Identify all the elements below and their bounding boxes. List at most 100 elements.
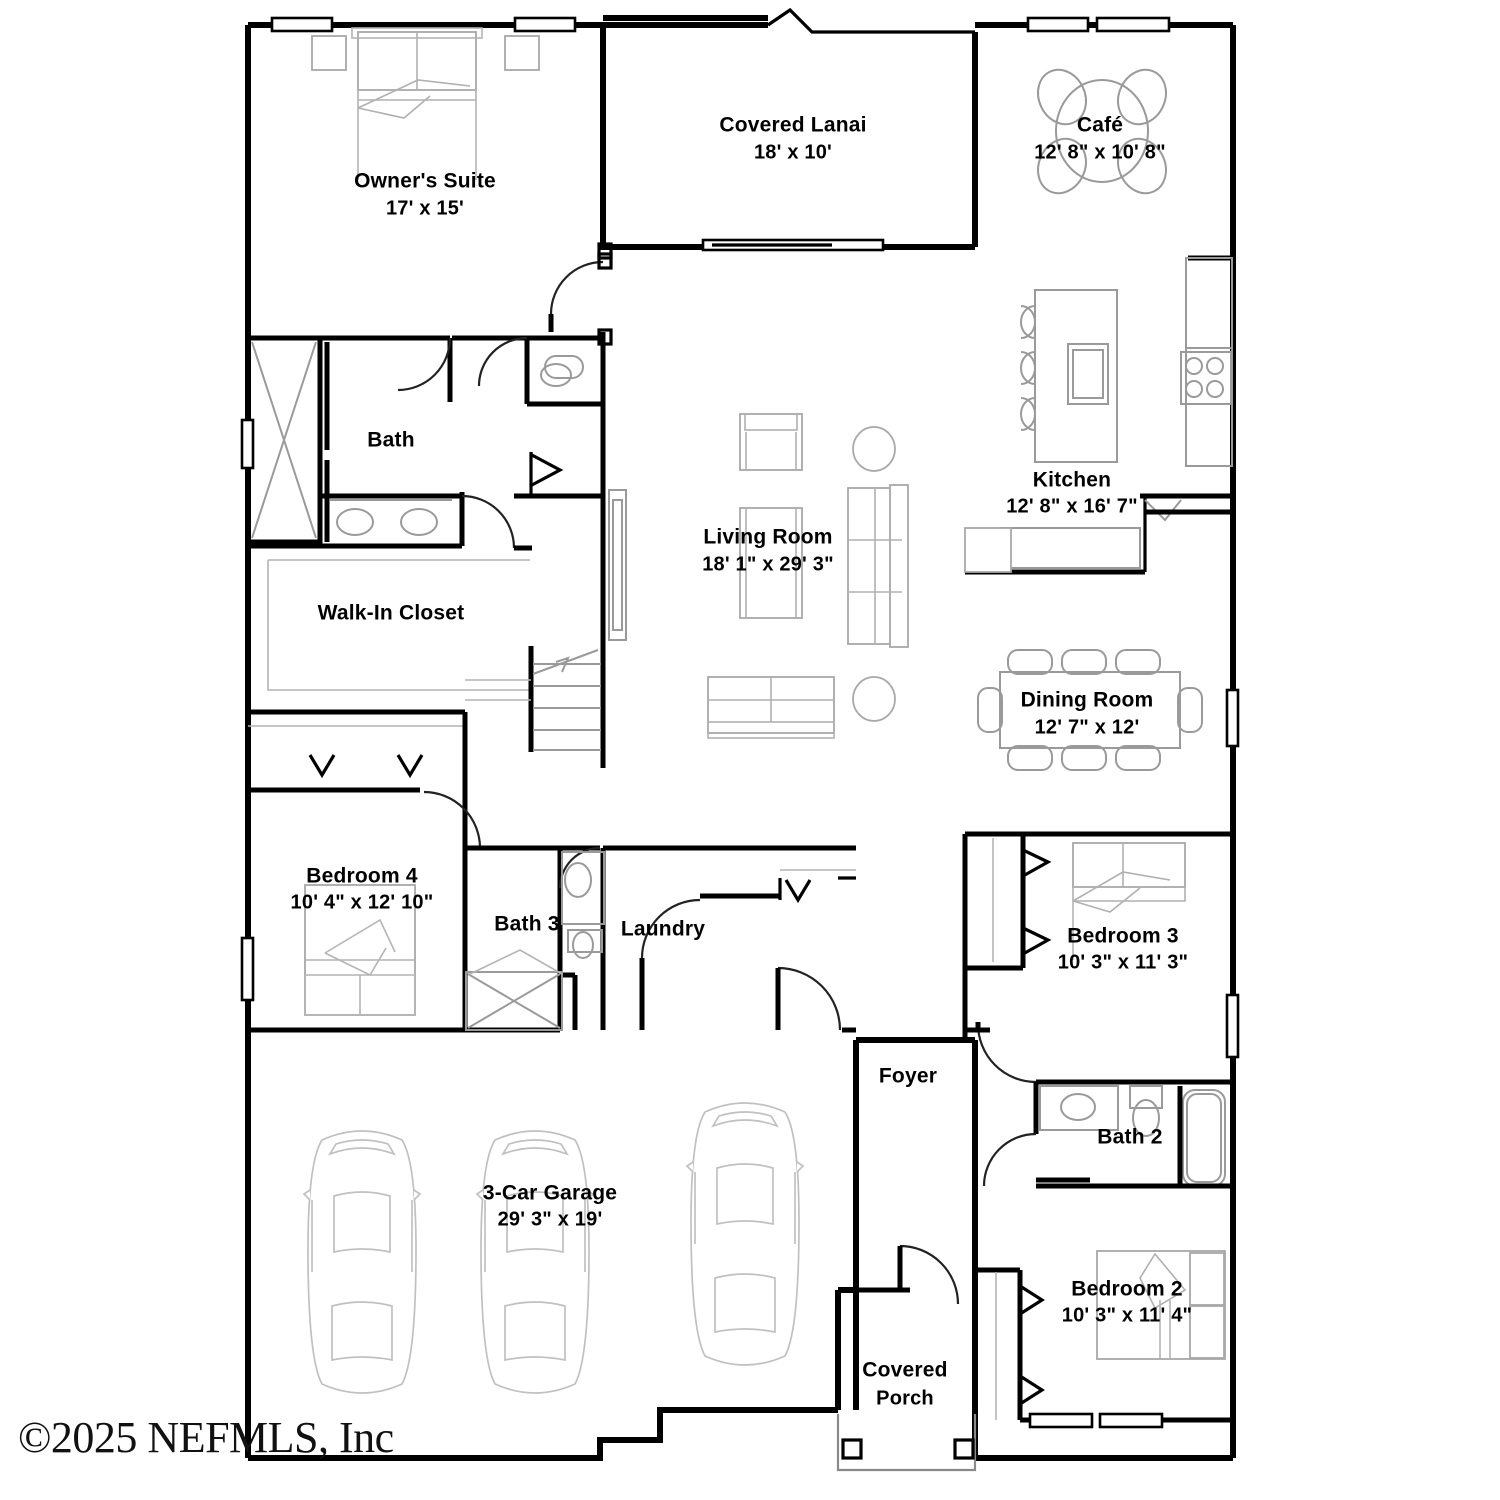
room-name-foyer: Foyer	[879, 1065, 937, 1088]
owners-suite-door[interactable]	[548, 252, 613, 332]
room-label-cafe: Café 12' 8" x 10' 8"	[1034, 114, 1166, 164]
room-dimension-cafe: 12' 8" x 10' 8"	[1034, 141, 1166, 163]
covered-lanai-room	[597, 25, 978, 260]
room-label-dining-room: Dining Room 12' 7" x 12'	[1021, 689, 1154, 739]
room-name-laundry: Laundry	[621, 918, 705, 941]
bedroom3-door-swing[interactable]	[976, 1023, 1037, 1084]
cafe-chair-tr	[1117, 68, 1167, 126]
room-label-bath-2: Bath 2	[1097, 1126, 1162, 1149]
room-label-kitchen: Kitchen 12' 8" x 16' 7"	[1006, 469, 1138, 518]
room-label-bath: Bath	[367, 429, 414, 452]
foyer-area	[856, 1186, 978, 1305]
bath3-shower	[465, 971, 563, 1031]
room-name-bath-2: Bath 2	[1097, 1126, 1162, 1149]
room-label-walk-in-closet: Walk-In Closet	[318, 602, 465, 625]
room-name-bedroom-4: Bedroom 4	[306, 865, 418, 888]
room-dimension-garage: 29' 3" x 19'	[498, 1208, 603, 1230]
window-bedroom2-2	[1098, 1412, 1164, 1429]
porch-column-right	[953, 1438, 975, 1460]
bedroom2-area	[975, 1250, 1233, 1429]
copyright-notice: ©2025 NEFMLS, Inc	[18, 1413, 394, 1462]
window-bedroom2-1	[1028, 1412, 1094, 1429]
room-name-bedroom-2: Bedroom 2	[1071, 1278, 1183, 1301]
window-cafe-2	[1095, 16, 1171, 33]
car-3	[685, 1102, 805, 1366]
room-dimension-bedroom-2: 10' 3" x 11' 4"	[1062, 1304, 1192, 1326]
window-bedroom3	[1225, 993, 1240, 1059]
loveseat-left	[739, 507, 803, 619]
room-label-laundry: Laundry	[621, 918, 705, 941]
sink-master-2	[400, 508, 438, 536]
side-table-bottom	[852, 676, 896, 722]
foyer-entry-door-swing[interactable]	[899, 1244, 960, 1305]
laundry-door-swing[interactable]	[640, 898, 701, 959]
room-name-walk-in-closet: Walk-In Closet	[318, 602, 465, 625]
closet-door-swing[interactable]	[461, 494, 516, 549]
dining-chair-b3	[1115, 745, 1161, 771]
dining-chair-l	[977, 687, 1003, 733]
room-dimension-bedroom-4: 10' 4" x 12' 10"	[291, 891, 434, 913]
nightstand-right	[504, 35, 540, 71]
room-name-cafe: Café	[1077, 114, 1123, 137]
cafe-chair-br	[1117, 137, 1167, 195]
room-dimension-owners-suite: 17' x 15'	[386, 197, 464, 219]
room-name-covered-porch: Covered	[862, 1359, 947, 1382]
side-table-top	[852, 426, 896, 472]
room-dimension-kitchen: 12' 8" x 16' 7"	[1006, 495, 1138, 517]
cafe-table	[1055, 79, 1149, 183]
bath3-sink	[564, 862, 592, 898]
stairs	[465, 640, 606, 768]
window-bedroom4	[240, 936, 255, 1002]
room-dimension-dining-room: 12' 7" x 12'	[1035, 716, 1140, 738]
bath2-area	[982, 1079, 1233, 1189]
room-label-bedroom-3: Bedroom 310' 3" x 11' 3"	[1058, 925, 1188, 974]
room-name-bath: Bath	[367, 429, 414, 452]
kitchen-cabinet	[964, 527, 1012, 573]
room-name-covered-lanai: Covered Lanai	[719, 114, 866, 137]
bedroom4-door-swing[interactable]	[423, 790, 482, 849]
car-1	[302, 1130, 422, 1394]
window-owners-suite-2	[513, 16, 577, 33]
room-name-dining-room: Dining Room	[1021, 689, 1154, 712]
bath2-sink	[1060, 1093, 1096, 1121]
garage-door-swing[interactable]	[777, 966, 842, 1031]
room-label-living-room: Living Room 18' 1" x 29' 3"	[702, 526, 834, 576]
dining-chair-r	[1177, 687, 1203, 733]
dining-table	[999, 671, 1181, 749]
room-label-bath-3: Bath 3	[494, 913, 559, 936]
bath3-door-swing[interactable]	[558, 846, 601, 889]
room-name-kitchen: Kitchen	[1033, 469, 1111, 492]
bath-door-swing[interactable]	[397, 337, 452, 392]
room-name-garage: 3-Car Garage	[483, 1182, 617, 1205]
dining-chair-t1	[1007, 649, 1053, 675]
cooktop	[1180, 351, 1232, 405]
bath2-door-swing[interactable]	[982, 1132, 1037, 1187]
cafe-furniture	[1037, 68, 1167, 195]
bath3-sink-counter	[561, 851, 605, 925]
nightstand-left	[311, 35, 347, 71]
cafe-chair-bl	[1037, 137, 1087, 195]
living-room-furniture	[707, 413, 909, 739]
window-master-bath	[240, 418, 255, 470]
island-sink	[1067, 343, 1109, 405]
room-label-foyer: Foyer	[879, 1065, 937, 1088]
room-name-living-room: Living Room	[703, 526, 832, 549]
room-dimension-living-room: 18' 1" x 29' 3"	[702, 553, 834, 575]
room-label-garage: 3-Car Garage 29' 3" x 19'	[483, 1182, 617, 1231]
window-group-top	[270, 16, 1171, 33]
toilet-door-swing[interactable]	[477, 336, 528, 387]
room-name-bedroom-3: Bedroom 3	[1067, 925, 1179, 948]
car-2	[475, 1130, 595, 1394]
exterior-walls	[245, 7, 1236, 1461]
window-cafe-1	[1026, 16, 1090, 33]
porch-column-left	[841, 1438, 863, 1460]
bath3-toilet	[567, 929, 603, 953]
room-dimension-covered-porch: Porch	[876, 1387, 934, 1409]
bath2-toilet	[1129, 1085, 1163, 1109]
owners-suite-room	[311, 27, 540, 180]
